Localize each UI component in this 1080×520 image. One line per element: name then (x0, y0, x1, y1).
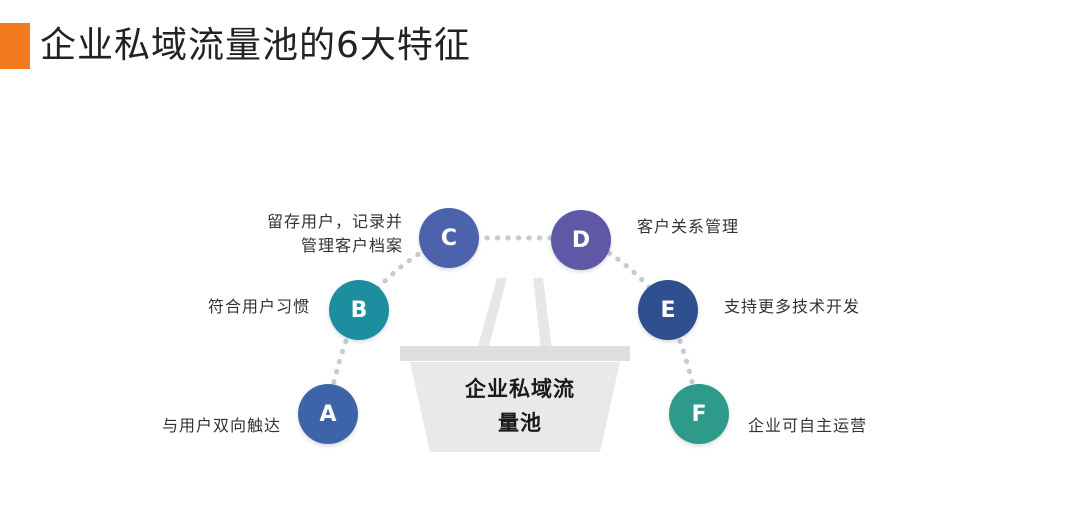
feature-label-a: 与用户双向触达 (161, 416, 281, 435)
feature-label-b: 符合用户习惯 (207, 297, 310, 316)
feature-node-d: D (551, 210, 611, 270)
feature-node-e: E (638, 280, 698, 340)
node-letter: B (350, 297, 368, 323)
feature-label-f: 企业可自主运营 (748, 416, 868, 435)
basket-rim (400, 346, 630, 361)
feature-label-c-line1: 留存用户，记录并 (266, 212, 403, 231)
feature-label-c: 留存用户，记录并 管理客户档案 (228, 210, 403, 258)
feature-node-b: B (329, 280, 389, 340)
page-title: 企业私域流量池的6大特征 (40, 25, 471, 66)
feature-label-d: 客户关系管理 (637, 217, 740, 236)
basket-handle (477, 278, 552, 350)
feature-label-e: 支持更多技术开发 (724, 297, 861, 316)
node-letter: E (660, 297, 676, 323)
dotted-arc-connector (325, 235, 701, 416)
feature-node-c: C (419, 208, 479, 268)
pool-label: 企业私域流 量池 (440, 372, 600, 440)
feature-node-f: F (669, 384, 729, 444)
feature-label-c-line2: 管理客户档案 (300, 236, 403, 255)
node-letter: D (571, 227, 591, 253)
feature-node-a: A (298, 384, 358, 444)
node-letter: F (691, 401, 707, 427)
node-letter: C (440, 225, 458, 251)
pool-label-line1: 企业私域流 (465, 377, 575, 401)
basket-body (410, 362, 620, 452)
node-letter: A (319, 401, 337, 427)
pool-label-line2: 量池 (498, 411, 542, 435)
title-accent-bar (0, 23, 30, 69)
